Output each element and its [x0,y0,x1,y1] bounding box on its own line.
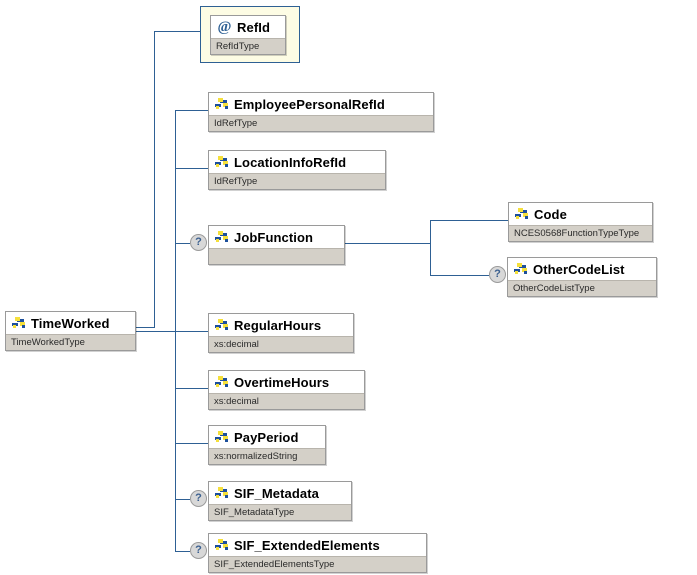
node-overtimehours[interactable]: OvertimeHours xs:decimal [208,370,365,410]
node-sif-metadata[interactable]: SIF_Metadata SIF_MetadataType [208,481,352,521]
connector-branch-sif-extendedelements [175,551,190,552]
element-sparkle-icon [214,318,230,333]
element-sparkle-icon [214,230,230,245]
connector-jobfunction-stub [345,243,430,244]
node-code-type-row: NCES0568FunctionTypeType [509,225,652,241]
node-payperiod-type-row: xs:normalizedString [209,448,325,464]
node-jobfunction-name-row: JobFunction [209,226,344,248]
node-payperiod[interactable]: PayPeriod xs:normalizedString [208,425,326,465]
node-payperiod-name: PayPeriod [234,429,299,445]
element-sparkle-icon [214,430,230,445]
element-sparkle-icon [214,538,230,553]
connector-element-trunk [175,110,176,551]
node-timeworked-name: TimeWorked [31,315,110,331]
at-sign-icon: @ [217,19,232,35]
element-sparkle-icon [513,262,529,277]
element-sparkle-icon [214,155,230,170]
node-overtimehours-type: xs:decimal [214,395,259,407]
node-timeworked[interactable]: TimeWorked TimeWorkedType [5,311,136,351]
node-locationinforefid-type: IdRefType [214,175,258,187]
node-jobfunction-name: JobFunction [234,229,314,245]
node-code[interactable]: Code NCES0568FunctionTypeType [508,202,653,242]
connector-branch-payperiod [175,443,208,444]
node-overtimehours-name-row: OvertimeHours [209,371,364,393]
node-sif-metadata-type-row: SIF_MetadataType [209,504,351,520]
node-timeworked-type-row: TimeWorkedType [6,334,135,350]
connector-branch-sif-metadata [175,499,190,500]
node-timeworked-type: TimeWorkedType [11,336,85,348]
node-othercodelist-type-row: OtherCodeListType [508,280,656,296]
connector-root-stub-2 [136,331,175,332]
connector-jobfunction-subtrunk [430,220,431,275]
node-refid-name-row: @ RefId [211,16,285,38]
node-regularhours-type: xs:decimal [214,338,259,350]
node-sif-extendedelements-name: SIF_ExtendedElements [234,537,380,553]
optional-badge-sif-extendedelements: ? [190,542,207,559]
node-sif-extendedelements-type-row: SIF_ExtendedElementsType [209,556,426,572]
connector-branch-overtimehours [175,388,208,389]
node-employeepersonalrefid-name-row: EmployeePersonalRefId [209,93,433,115]
node-sif-extendedelements[interactable]: SIF_ExtendedElements SIF_ExtendedElement… [208,533,427,573]
optional-badge-othercodelist: ? [489,266,506,283]
node-code-name: Code [534,206,567,222]
node-overtimehours-name: OvertimeHours [234,374,330,390]
node-regularhours-name: RegularHours [234,317,322,333]
node-sif-metadata-type: SIF_MetadataType [214,506,295,518]
node-locationinforefid-name-row: LocationInfoRefId [209,151,385,173]
node-overtimehours-type-row: xs:decimal [209,393,364,409]
node-payperiod-name-row: PayPeriod [209,426,325,448]
node-refid[interactable]: @ RefId RefIdType [210,15,286,55]
element-sparkle-icon [214,97,230,112]
element-sparkle-icon [214,375,230,390]
node-refid-name: RefId [237,19,270,35]
node-employeepersonalrefid[interactable]: EmployeePersonalRefId IdRefType [208,92,434,132]
element-sparkle-icon [11,316,27,331]
element-sparkle-icon [214,486,230,501]
connector-branch-jobfunction [175,243,190,244]
node-sif-metadata-name-row: SIF_Metadata [209,482,351,504]
connector-attribute-trunk [154,31,155,328]
node-employeepersonalrefid-type: IdRefType [214,117,258,129]
optional-badge-sif-metadata: ? [190,490,207,507]
connector-branch-employeepersonalrefid [175,110,208,111]
connector-branch-regularhours [175,331,208,332]
attribute-group-frame: @ RefId RefIdType [200,6,300,63]
node-othercodelist-type: OtherCodeListType [513,282,595,294]
node-othercodelist-name: OtherCodeList [533,261,625,277]
node-regularhours-name-row: RegularHours [209,314,353,336]
node-locationinforefid-type-row: IdRefType [209,173,385,189]
element-sparkle-icon [514,207,530,222]
node-othercodelist-name-row: OtherCodeList [508,258,656,280]
node-employeepersonalrefid-name: EmployeePersonalRefId [234,96,385,112]
connector-branch-code [430,220,508,221]
node-locationinforefid-name: LocationInfoRefId [234,154,347,170]
node-jobfunction-type-row [209,248,344,264]
node-code-name-row: Code [509,203,652,225]
node-employeepersonalrefid-type-row: IdRefType [209,115,433,131]
node-timeworked-name-row: TimeWorked [6,312,135,334]
node-regularhours[interactable]: RegularHours xs:decimal [208,313,354,353]
node-refid-type-row: RefIdType [211,38,285,54]
node-jobfunction[interactable]: JobFunction [208,225,345,265]
node-sif-metadata-name: SIF_Metadata [234,485,320,501]
connector-branch-locationinforefid [175,168,208,169]
node-sif-extendedelements-name-row: SIF_ExtendedElements [209,534,426,556]
node-sif-extendedelements-type: SIF_ExtendedElementsType [214,558,335,570]
connector-root-stub [136,327,154,328]
connector-attribute-refid [154,31,200,32]
node-payperiod-type: xs:normalizedString [214,450,298,462]
node-regularhours-type-row: xs:decimal [209,336,353,352]
optional-badge-jobfunction: ? [190,234,207,251]
node-othercodelist[interactable]: OtherCodeList OtherCodeListType [507,257,657,297]
connector-branch-othercodelist [430,275,489,276]
node-locationinforefid[interactable]: LocationInfoRefId IdRefType [208,150,386,190]
node-refid-type: RefIdType [216,40,260,52]
node-code-type: NCES0568FunctionTypeType [514,227,640,239]
